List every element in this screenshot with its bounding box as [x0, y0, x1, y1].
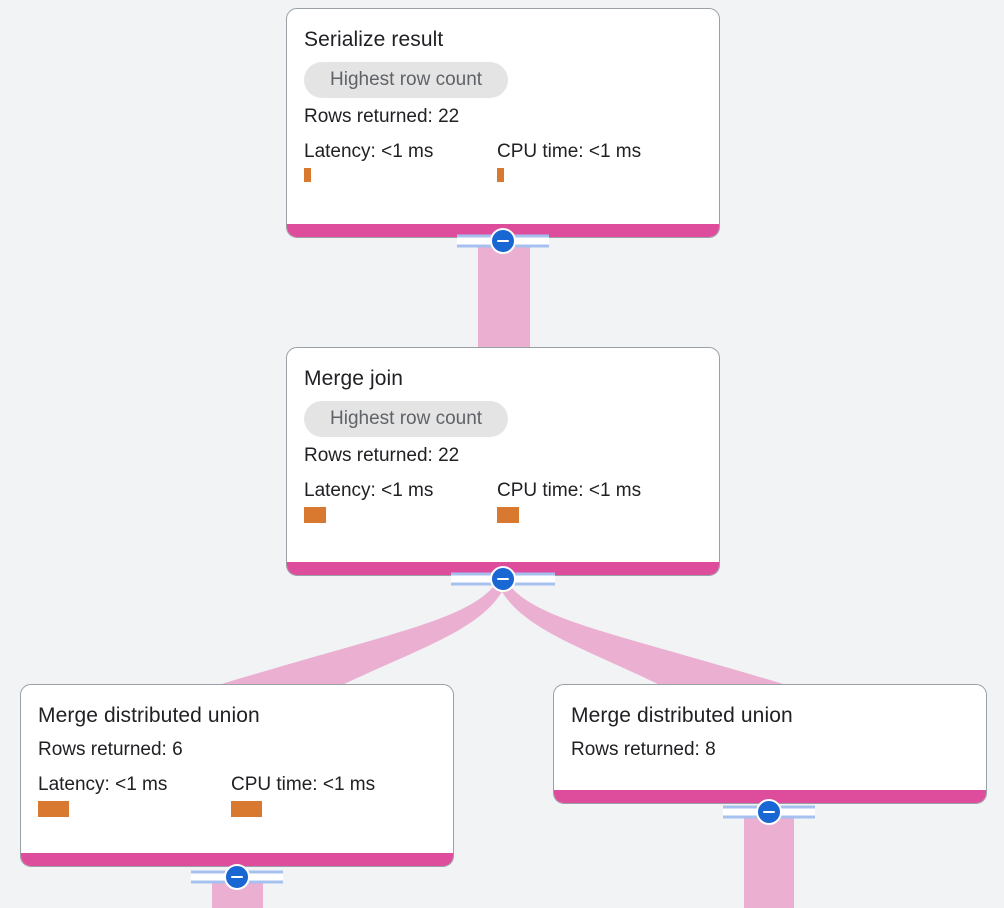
metric-latency: Latency: <1 ms — [38, 774, 231, 817]
edge-merge-join-to-left-union — [215, 581, 503, 686]
minus-icon[interactable] — [756, 799, 782, 825]
node-merge-distributed-union-left[interactable]: Merge distributed union Rows returned: 6… — [20, 684, 454, 867]
highest-row-count-badge: Highest row count — [304, 62, 509, 98]
metric-latency-label: Latency: <1 ms — [304, 480, 434, 501]
toggle-merge-distributed-union-left[interactable] — [191, 864, 283, 890]
node-body: Merge join Highest row count Rows return… — [287, 348, 719, 533]
rows-returned-label: Rows returned: 8 — [571, 739, 716, 760]
minus-glyph — [497, 239, 509, 243]
metric-cpu-time-label: CPU time: <1 ms — [497, 141, 642, 162]
metric-latency-label: Latency: <1 ms — [304, 141, 434, 162]
node-accent-bar — [21, 853, 453, 866]
minus-glyph — [763, 810, 775, 814]
metric-latency-bar — [304, 168, 311, 182]
edge-merge-join-to-right-union — [501, 581, 790, 686]
metric-latency-bar — [304, 507, 326, 523]
node-merge-join[interactable]: Merge join Highest row count Rows return… — [286, 347, 720, 576]
node-title: Serialize result — [304, 28, 444, 51]
minus-glyph — [497, 577, 509, 581]
metric-cpu-time-bar — [231, 801, 262, 817]
metric-latency: Latency: <1 ms — [304, 141, 497, 182]
metrics-row: Latency: <1 ms CPU time: <1 ms — [38, 774, 436, 817]
node-body: Serialize result Highest row count Rows … — [287, 9, 719, 192]
metric-latency: Latency: <1 ms — [304, 480, 497, 523]
metrics-row: Latency: <1 ms CPU time: <1 ms — [304, 480, 702, 523]
node-serialize-result[interactable]: Serialize result Highest row count Rows … — [286, 8, 720, 238]
node-title: Merge distributed union — [38, 704, 260, 727]
node-body: Merge distributed union Rows returned: 6… — [21, 685, 453, 827]
metric-cpu-time-label: CPU time: <1 ms — [231, 774, 376, 795]
node-body: Merge distributed union Rows returned: 8 — [554, 685, 986, 784]
toggle-merge-join[interactable] — [451, 566, 555, 592]
metric-cpu-time-label: CPU time: <1 ms — [497, 480, 642, 501]
node-title: Merge join — [304, 367, 404, 390]
metric-cpu-time: CPU time: <1 ms — [497, 141, 641, 182]
rows-returned-label: Rows returned: 6 — [38, 739, 183, 760]
node-title: Merge distributed union — [571, 704, 793, 727]
minus-glyph — [231, 875, 243, 879]
metric-cpu-time: CPU time: <1 ms — [231, 774, 375, 817]
minus-icon[interactable] — [224, 864, 250, 890]
highest-row-count-badge: Highest row count — [304, 401, 509, 437]
metric-latency-label: Latency: <1 ms — [38, 774, 168, 795]
node-merge-distributed-union-right[interactable]: Merge distributed union Rows returned: 8 — [553, 684, 987, 804]
metric-cpu-time-bar — [497, 507, 519, 523]
node-accent-bar — [554, 790, 986, 803]
metric-cpu-time-bar — [497, 168, 504, 182]
toggle-serialize-result[interactable] — [457, 228, 549, 254]
metric-cpu-time: CPU time: <1 ms — [497, 480, 641, 523]
rows-returned-label: Rows returned: 22 — [304, 445, 460, 466]
rows-returned-label: Rows returned: 22 — [304, 106, 460, 127]
minus-icon[interactable] — [490, 228, 516, 254]
toggle-merge-distributed-union-right[interactable] — [723, 799, 815, 825]
edge-serialize-to-merge-join — [478, 243, 530, 348]
metrics-row: Latency: <1 ms CPU time: <1 ms — [304, 141, 702, 182]
minus-icon[interactable] — [490, 566, 516, 592]
metric-latency-bar — [38, 801, 69, 817]
